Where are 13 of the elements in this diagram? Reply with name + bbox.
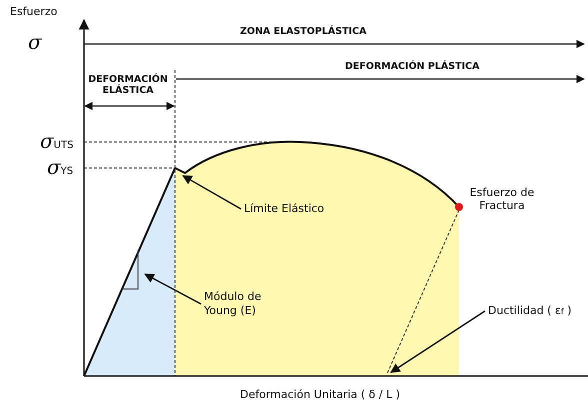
dashed-guide-line <box>386 210 460 374</box>
point-label: Esfuerzo de Fractura <box>468 186 536 212</box>
zone-label: DEFORMACIÓN PLÁSTICA <box>345 61 480 72</box>
axis-label: Esfuerzo <box>10 5 58 18</box>
leader-arrow <box>182 175 242 210</box>
stress-symbol: σ <box>28 30 42 54</box>
annotation-text: Módulo de Young (E) <box>204 290 274 318</box>
leader-arrow <box>144 274 202 305</box>
axis-label: Deformación Unitaria ( δ / L ) <box>240 388 400 402</box>
leader-arrow <box>390 310 486 373</box>
zone-label: ZONA ELASTOPLÁSTICA <box>240 26 366 38</box>
zone-label: DEFORMACIÓN ELÁSTICA <box>88 74 168 97</box>
annotation-text: Límite Elástico <box>244 202 324 216</box>
